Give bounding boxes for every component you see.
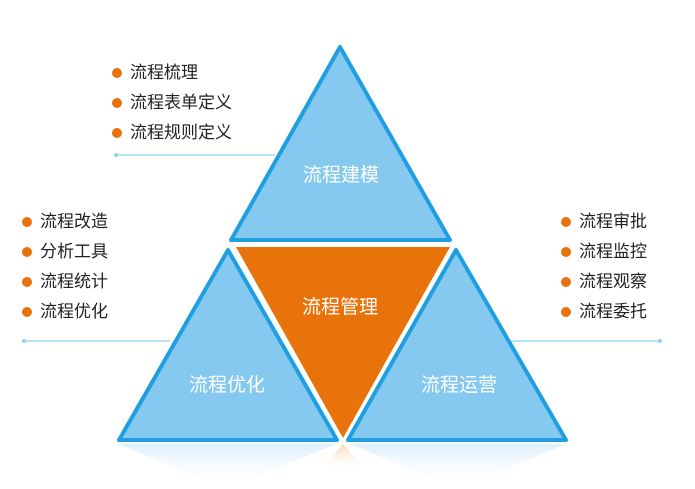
list-item: 流程监控 — [561, 237, 647, 267]
connector-left-end-dot — [22, 339, 26, 343]
list-item-label: 流程表单定义 — [130, 93, 232, 113]
list-item-label: 流程改造 — [40, 212, 108, 232]
list-item-label: 流程监控 — [579, 242, 647, 262]
list-item: 流程委托 — [561, 297, 647, 327]
list-item: 流程审批 — [561, 207, 647, 237]
label-right: 流程运营 — [421, 374, 497, 396]
list-left-optimization: 流程改造 分析工具 流程统计 流程优化 — [22, 207, 108, 327]
list-right-operations: 流程审批 流程监控 流程观察 流程委托 — [561, 207, 647, 327]
connector-top-end-dot — [114, 153, 118, 157]
bullet-dot-icon — [561, 277, 571, 287]
list-item: 流程改造 — [22, 207, 108, 237]
connector-lines — [22, 153, 662, 343]
label-top: 流程建模 — [303, 164, 379, 186]
list-item-label: 流程观察 — [579, 272, 647, 292]
list-item: 流程统计 — [22, 267, 108, 297]
reflection-right — [350, 444, 566, 489]
bullet-dot-icon — [22, 217, 32, 227]
bullet-dot-icon — [112, 68, 122, 78]
triangle-reflections — [118, 444, 566, 489]
list-item: 流程观察 — [561, 267, 647, 297]
bullet-dot-icon — [561, 217, 571, 227]
triangle-top — [229, 45, 452, 242]
bullet-dot-icon — [22, 307, 32, 317]
list-top-modeling: 流程梳理 流程表单定义 流程规则定义 — [112, 58, 232, 148]
bullet-dot-icon — [561, 247, 571, 257]
list-item: 流程优化 — [22, 297, 108, 327]
triangle-right — [346, 248, 568, 442]
triangle-center — [236, 247, 450, 438]
list-item-label: 流程委托 — [579, 302, 647, 322]
reflection-left — [118, 444, 336, 489]
list-item-label: 流程审批 — [579, 212, 647, 232]
list-item-label: 流程规则定义 — [130, 123, 232, 143]
bullet-dot-icon — [22, 247, 32, 257]
connector-right-end-dot — [658, 339, 662, 343]
list-item: 流程表单定义 — [112, 88, 232, 118]
bullet-dot-icon — [112, 98, 122, 108]
triangle-left — [117, 248, 339, 442]
list-item-label: 流程优化 — [40, 302, 108, 322]
list-item: 分析工具 — [22, 237, 108, 267]
list-item-label: 流程统计 — [40, 272, 108, 292]
bullet-dot-icon — [22, 277, 32, 287]
label-left: 流程优化 — [189, 374, 265, 396]
list-item: 流程梳理 — [112, 58, 232, 88]
bullet-dot-icon — [561, 307, 571, 317]
list-item-label: 分析工具 — [40, 242, 108, 262]
list-item: 流程规则定义 — [112, 118, 232, 148]
label-center: 流程管理 — [302, 296, 378, 318]
list-item-label: 流程梳理 — [130, 63, 198, 83]
reflection-center — [320, 444, 366, 470]
bullet-dot-icon — [112, 128, 122, 138]
